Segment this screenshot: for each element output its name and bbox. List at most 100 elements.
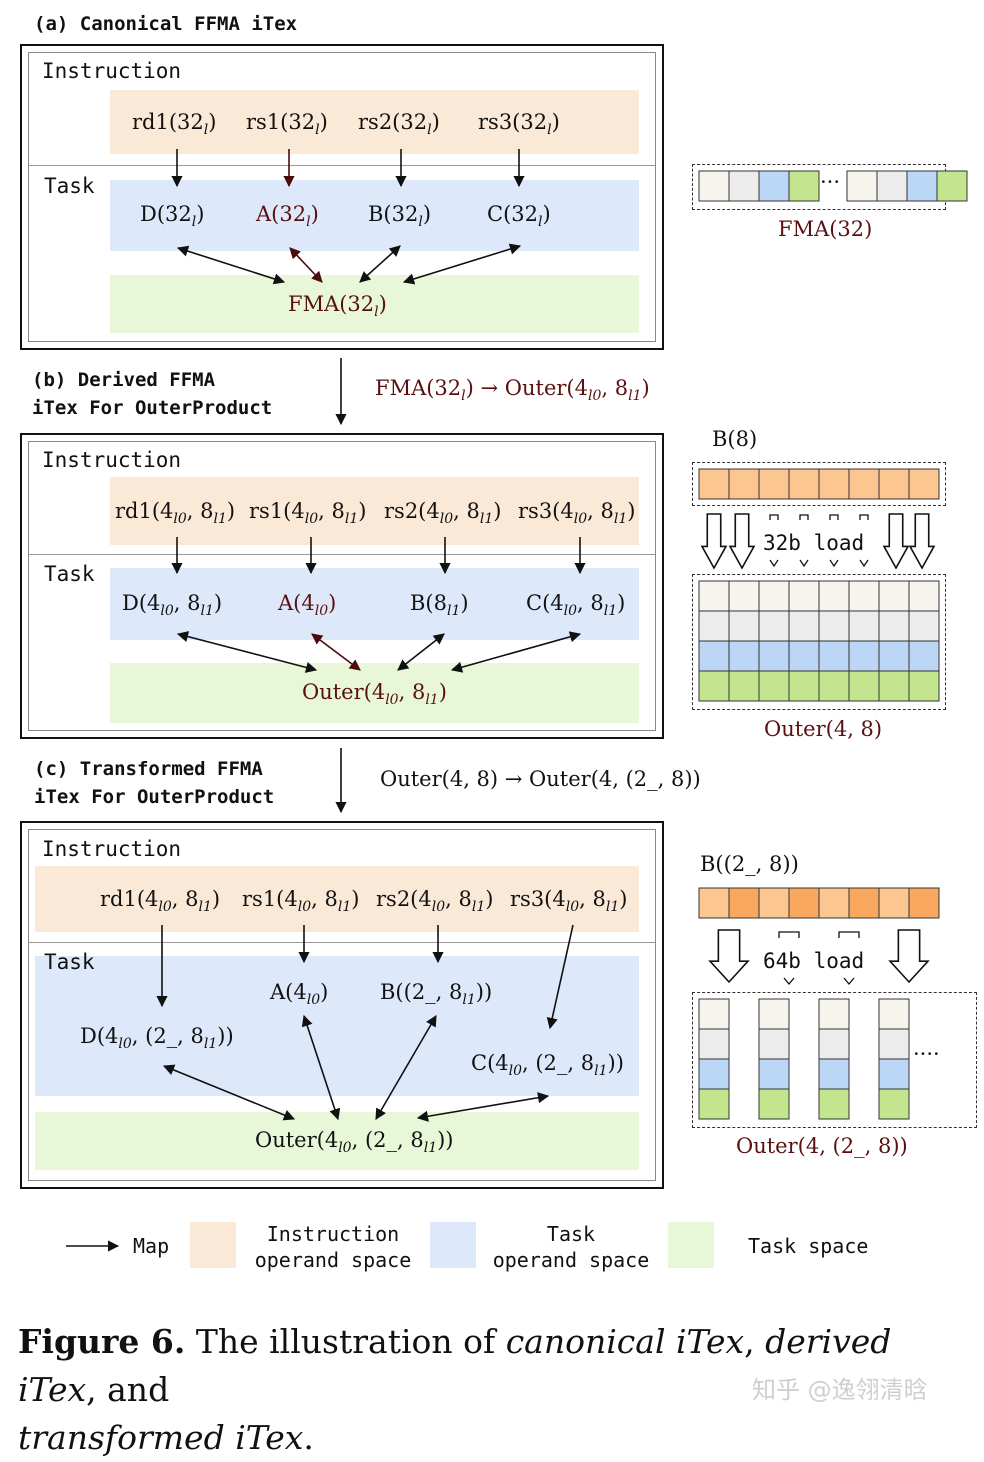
b28-cell [698,887,730,919]
outer-c-cell [758,1088,790,1120]
panel-a-task-operand-space [110,180,639,251]
load-chevron-icon [769,559,779,568]
panel-b-task-label: Task [44,562,95,586]
outer48-cell [698,670,730,702]
outer48-cell [818,610,850,642]
load-chevron-icon [843,977,855,986]
outer48-cell [728,580,760,612]
panel-c-inner [28,829,656,1181]
b28-cell [728,887,760,919]
outer48-cell [758,610,790,642]
outer48-cell [908,670,940,702]
b8-cell [788,468,820,500]
outer48-cell [698,640,730,672]
panel-a-divider [29,165,655,166]
outer-c-cell [878,1058,910,1090]
panel-b-operand-rs2: rs2(4l0, 8l1) [384,499,502,528]
panel-b-task-operand-space [110,568,639,640]
diagram-overlay [66,149,968,1252]
side-outer48-label: Outer(4, 8) [764,717,883,741]
outer48-cell [788,580,820,612]
panel-a-task-space [110,275,639,333]
side-outer-c-dots: ···· [913,1042,940,1066]
fma-register-cell [906,170,938,202]
load-hollow-arrow-icon [700,513,728,570]
panel-c-task-link-arrow [416,1092,550,1122]
panel-c-operand-rs2: rs2(4l0, 8l1) [376,887,494,916]
panel-b-operand-rd1: rd1(4l0, 8l1) [115,499,236,528]
fma-register-cell [758,170,790,202]
load-bracket-icon [769,514,779,520]
caption-italic-2: derived iTex [18,1322,892,1409]
outer-c-cell [878,1028,910,1060]
fma-register-cell [846,170,878,202]
outer-c-cell [818,1058,850,1090]
outer48-cell [698,580,730,612]
fma-register-cell [698,170,730,202]
fma-register-cell [876,170,908,202]
panel-c-task-link-arrow [301,1014,341,1121]
panel-a-task-d: D(32l) [140,202,205,231]
panel-b-task-space [110,663,639,723]
side-outer-c-label: Outer(4, (2_, 8)) [736,1134,908,1158]
panel-a-task-b: B(32l) [368,202,432,231]
outer48-cell [818,640,850,672]
load-chevron-icon [799,559,809,568]
legend-instruction-swatch [190,1222,236,1268]
panel-a-instruction-operand-space [110,90,639,154]
outer48-cell [788,640,820,672]
outer48-cell [878,670,910,702]
fma-register-cell [936,170,968,202]
panel-c-instruction-operand-space [35,866,639,932]
transform-ab-label: FMA(32l) → Outer(4l0, 8l1) [375,376,650,405]
load-hollow-arrow-icon [888,929,930,984]
fma-register-cell [728,170,760,202]
panel-c-outer-space: Outer(4l0, (2_, 8l1)) [255,1128,454,1157]
outer-c-cell [818,1028,850,1060]
b8-cell [758,468,790,500]
section-b-title-line2: iTex For OuterProduct [32,397,273,419]
panel-b-task-d: D(4l0, 8l1) [122,591,223,620]
outer-c-cell [758,1058,790,1090]
b8-cell [908,468,940,500]
b28-cell [878,887,910,919]
legend-task-space-text: Task space [748,1234,869,1258]
panel-a-task-link-arrow [289,247,323,283]
panel-a-task-c: C(32l) [487,202,551,231]
outer48-cell [728,640,760,672]
watermark: 知乎 @逸翎清晗 [752,1376,928,1404]
outer-c-cell [878,1088,910,1120]
legend-instruction-line2: operand space [254,1248,412,1272]
outer48-cell [848,580,880,612]
outer48-cell [728,670,760,702]
outer48-cell [908,640,940,672]
panel-a-operand-rs1: rs1(32l) [246,110,328,139]
outer-c-cell [758,1028,790,1060]
side-outer48-box [692,574,946,710]
load-chevron-icon [859,559,869,568]
outer48-cell [728,610,760,642]
load-hollow-arrow-icon [882,513,910,570]
panel-a-task-a: A(32l) [256,202,319,231]
legend-task-space-swatch [668,1222,714,1268]
load-bracket-icon [829,514,839,520]
outer48-cell [878,580,910,612]
load-chevron-icon [829,559,839,568]
panel-b-instruction-label: Instruction [42,448,182,472]
outer48-cell [758,580,790,612]
section-a-title: (a) Canonical FFMA iTex [34,13,298,35]
panel-c-task-b: B((2_, 8l1)) [380,980,493,1009]
outer48-cell [848,640,880,672]
side-outer-c-box [692,992,977,1128]
fma-register-cell [788,170,820,202]
panel-c-operand-rs1: rs1(4l0, 8l1) [242,887,360,916]
load-hollow-arrow-icon [908,513,936,570]
panel-c-map-arrow [546,924,574,1030]
b28-cell [908,887,940,919]
side-b28-label: B((2_, 8)) [700,852,799,876]
caption-italic-1: canonical iTex [505,1322,745,1361]
caption-text-1: The illustration of [185,1322,506,1361]
panel-b-task-link-arrow [176,631,318,673]
outer48-cell [908,610,940,642]
panel-b-task-c: C(4l0, 8l1) [526,591,626,620]
